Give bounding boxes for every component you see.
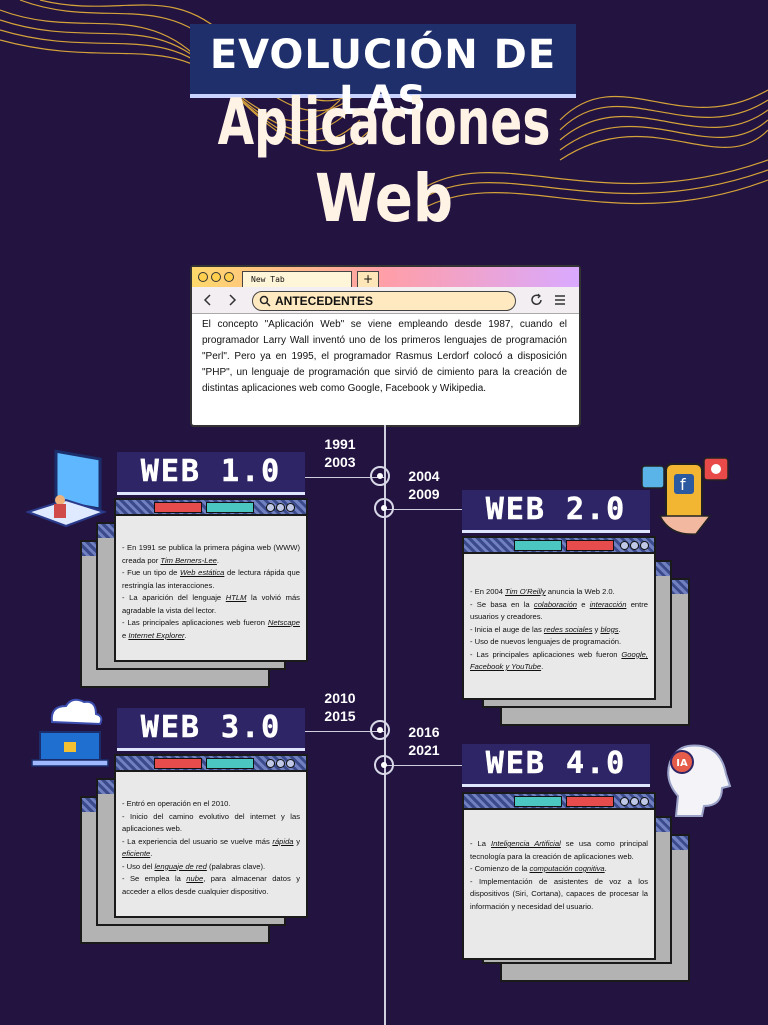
card-bullet: - Se emplea la nube, para almacenar dato… [122,874,300,896]
web2-card: - En 2004 Tim O'Reilly anuncia la Web 2.… [462,536,656,700]
card-bullet: - Fue un tipo de Web estática de lectura… [122,568,300,590]
card-titlebar [116,500,306,516]
card-bullet: - Uso del lenguaje de red (palabras clav… [122,861,266,871]
card-bullet: - Implementación de asistentes de voz a … [470,876,648,911]
web2-label: WEB 2.0 [462,490,650,533]
web1-text: - En 1991 se publica la primera página w… [122,542,300,642]
web3-card: - Entró en operación en el 2010. - Inicio… [114,754,308,918]
web4-text: - La Inteligencia Artificial se usa como… [470,838,648,913]
ia-badge-text: IA [676,758,688,769]
card-bullet: - Las principales aplicaciones web fuero… [470,649,648,672]
computer-reading-icon [26,449,108,528]
web3-label: WEB 3.0 [117,708,305,751]
web4-card: - La Inteligencia Artificial se usa como… [462,792,656,960]
window-dot-icon [198,272,208,282]
title-line-1: EVOLUCIÓN DE LAS [209,32,557,124]
card-bullet: - Inicio del camino evolutivo del intern… [122,811,300,834]
new-tab-button[interactable]: + [357,271,379,289]
browser-tab-bar: New Tab + [192,267,579,289]
card-bullet: - Inicia el auge de las redes sociales y… [470,624,621,634]
web1-card: - En 1991 se publica la primera página w… [114,498,308,662]
menu-icon[interactable] [554,294,566,306]
card-bullet: - En 1991 se publica la primera página w… [122,543,300,565]
connector [385,765,463,766]
card-bullet: - En 2004 Tim O'Reilly anuncia la Web 2.… [470,587,615,596]
window-dot-icon [211,272,221,282]
search-label: ANTECEDENTES [275,294,374,308]
card-titlebar [116,756,306,772]
timeline-node-web4 [374,755,394,775]
address-row: ANTECEDENTES [192,287,579,314]
card-bullet: - La experiencia del usuario se vuelve m… [122,836,300,859]
card-bullet: - La Inteligencia Artificial se usa como… [470,839,648,861]
search-icon [259,295,271,307]
browser-window: New Tab + ANTECEDENTES El concepto "Apli… [190,265,581,427]
card-bullet: - La aparición del lenguaje HTLM la volv… [122,593,300,615]
browser-tab[interactable]: New Tab [242,271,352,287]
social-media-phone-icon: f [641,457,729,535]
timeline-node-web3 [370,720,390,740]
card-bullet: - Uso de nuevos lenguajes de programació… [470,637,622,646]
cloud-laptop-icon [31,698,109,767]
back-icon[interactable] [202,294,214,306]
svg-text:f: f [680,475,686,494]
title-line-2: Aplicaciones [217,86,551,160]
timeline-node-web2 [374,498,394,518]
card-titlebar [464,794,654,810]
card-bullet: - Se basa en la colaboración e interacci… [470,599,648,622]
ai-head-icon: IA [667,744,732,817]
reload-icon[interactable] [530,293,544,307]
title-banner: EVOLUCIÓN DE LAS [190,24,576,124]
timeline-node-web1 [370,466,390,486]
card-bullet: - Las principales aplicaciones web fuero… [122,618,300,640]
web1-label: WEB 1.0 [117,452,305,495]
antecedentes-text: El concepto "Aplicación Web" se viene em… [202,319,567,394]
web3-text: - Entró en operación en el 2010. - Inicio… [122,798,300,898]
connector [305,731,385,732]
title-line-3: Web [314,160,454,237]
web4-label: WEB 4.0 [462,744,650,787]
connector [385,509,463,510]
forward-icon[interactable] [226,294,238,306]
card-bullet: - Entró en operación en el 2010. [122,799,231,808]
window-dot-icon [224,272,234,282]
connector [305,477,385,478]
web2-text: - En 2004 Tim O'Reilly anuncia la Web 2.… [470,586,648,674]
card-titlebar [464,538,654,554]
card-bullet: - Comienzo de la computación cognitiva. [470,864,607,873]
search-bar[interactable]: ANTECEDENTES [252,291,516,311]
